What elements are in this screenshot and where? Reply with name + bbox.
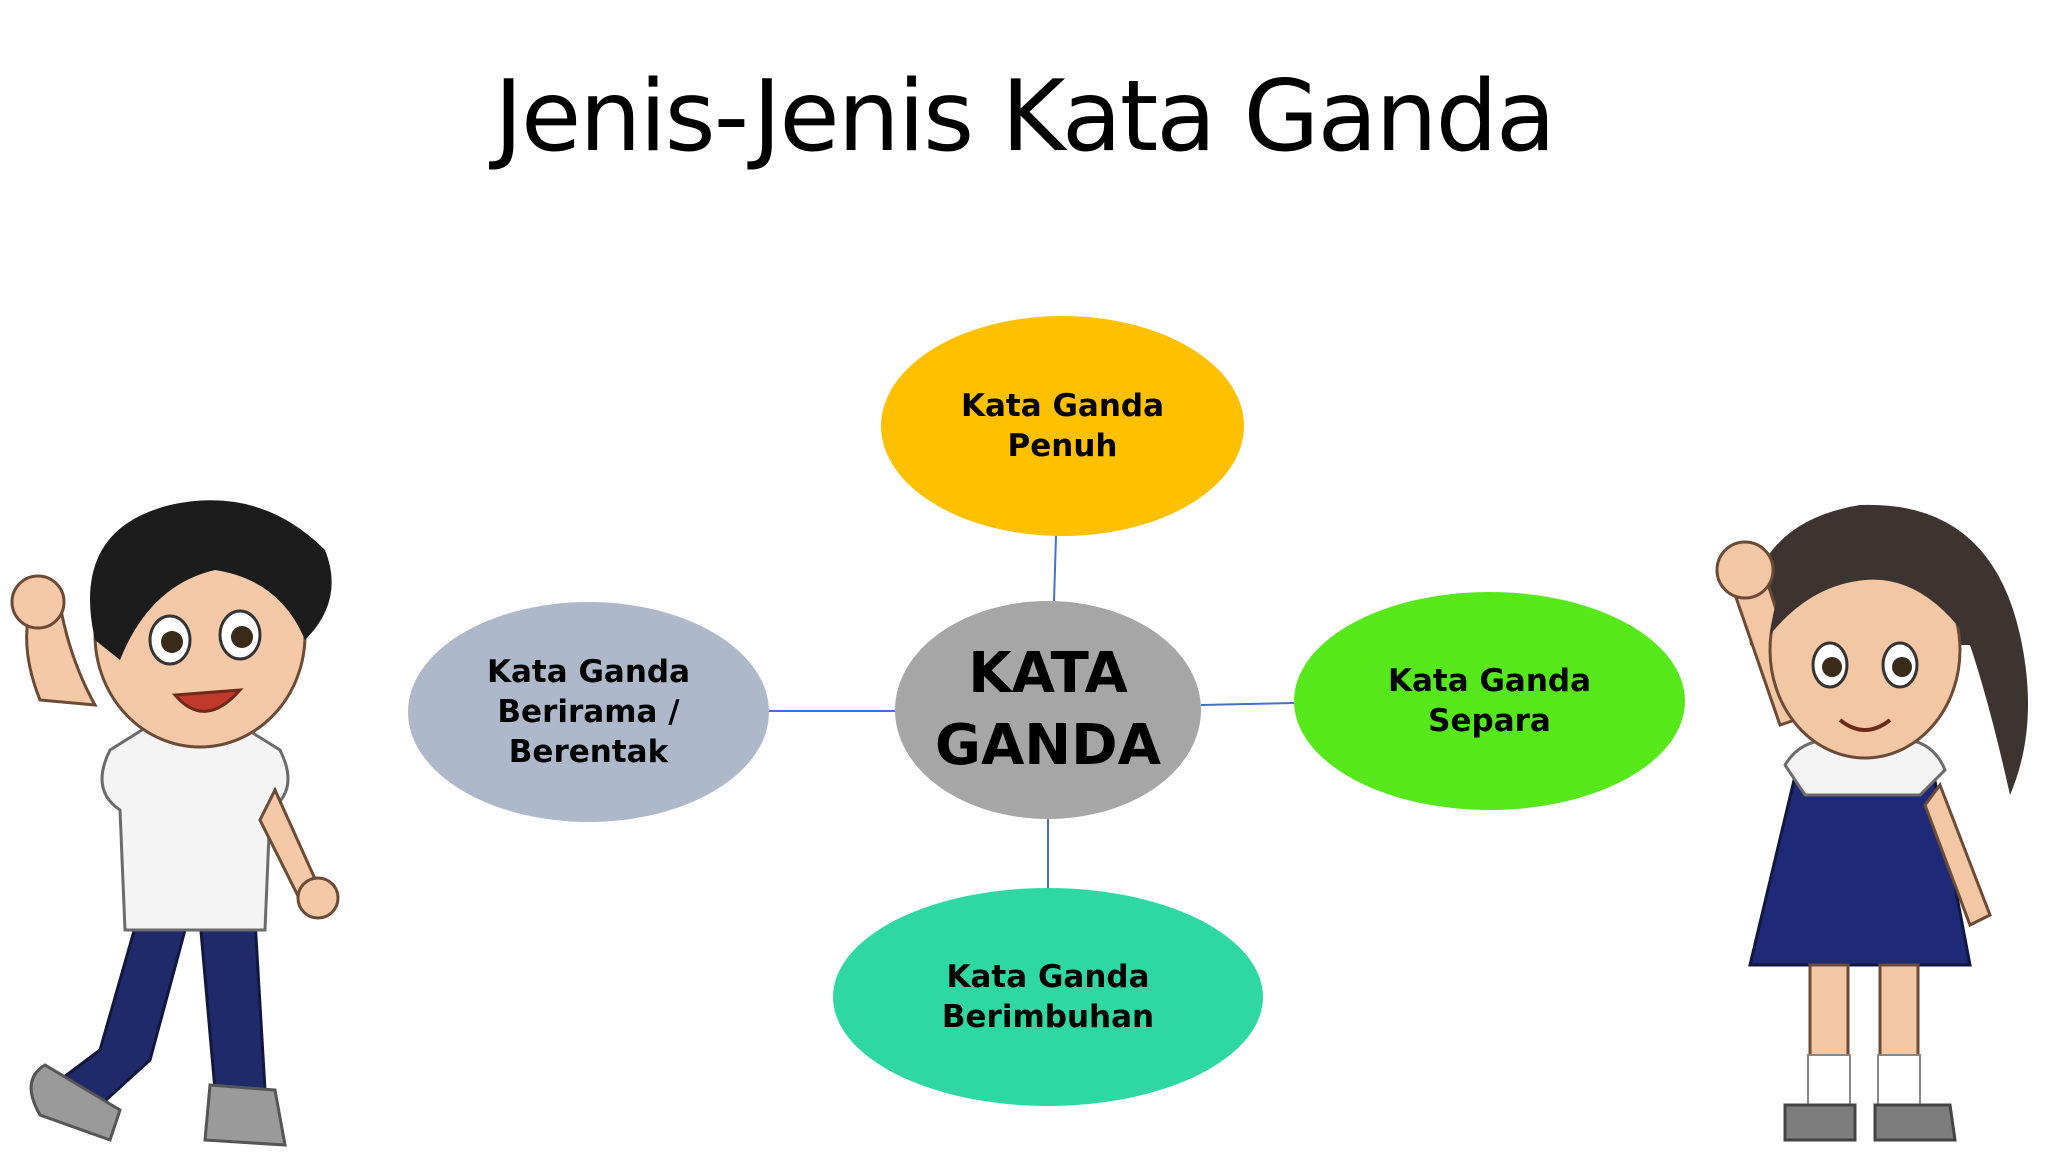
girl-illustration: [1715, 504, 2028, 1142]
node-label-center: KATA GANDA: [935, 641, 1161, 778]
node-label-top: Kata Ganda Penuh: [960, 388, 1164, 464]
slide-title: Jenis-Jenis Kata Ganda: [494, 60, 1556, 174]
node-label-left: Kata Ganda Berirama / Berentak: [486, 654, 690, 770]
node-label-bottom: Kata Ganda Berimbuhan: [941, 959, 1155, 1035]
node-kata-ganda-penuh: Kata Ganda Penuh: [881, 316, 1244, 536]
node-kata-ganda-separa: Kata Ganda Separa: [1294, 592, 1685, 810]
node-kata-ganda-center: KATA GANDA: [895, 601, 1201, 819]
connector-right: [1200, 702, 1295, 706]
node-kata-ganda-berimbuhan: Kata Ganda Berimbuhan: [833, 888, 1263, 1106]
node-kata-ganda-berirama: Kata Ganda Berirama / Berentak: [408, 602, 769, 822]
boy-illustration: [10, 500, 340, 1147]
connector-top: [1053, 535, 1057, 602]
node-label-right: Kata Ganda Separa: [1387, 663, 1591, 739]
